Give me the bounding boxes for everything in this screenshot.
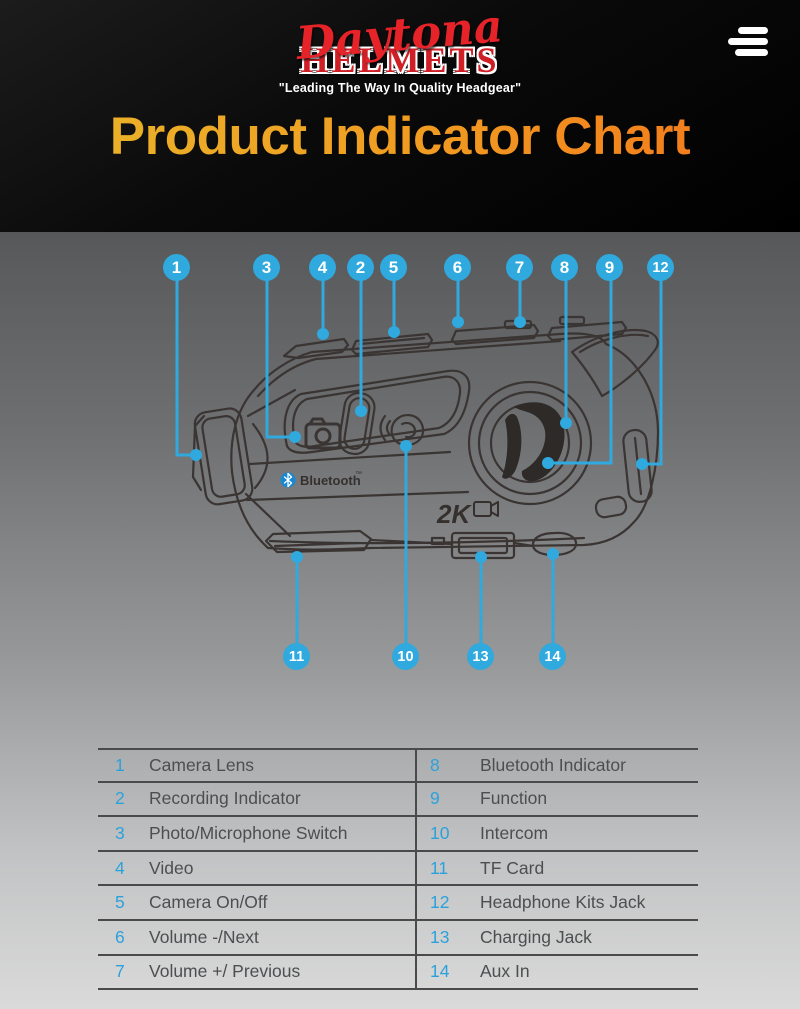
page-title: Product Indicator Chart	[0, 106, 800, 167]
indicator-label: Video	[149, 857, 194, 878]
menu-bar	[728, 38, 768, 45]
callout-8: 8	[551, 254, 578, 281]
callout-10: 10	[392, 643, 419, 670]
indicator-table-left-column: 1 Camera Lens 2 Recording Indicator 3 Photo…	[98, 748, 415, 991]
indicator-label: Charging Jack	[480, 926, 592, 947]
indicator-number: 1	[115, 754, 125, 775]
table-row: 2 Recording Indicator	[98, 783, 415, 818]
indicator-number: 14	[430, 961, 450, 982]
indicator-number: 13	[430, 926, 450, 947]
callout-4: 4	[309, 254, 336, 281]
indicator-label: Photo/Microphone Switch	[149, 822, 348, 843]
table-row: 12 Headphone Kits Jack	[417, 886, 698, 921]
callout-14: 14	[539, 643, 566, 670]
table-row: 5 Camera On/Off	[98, 886, 415, 921]
table-row: 3 Photo/Microphone Switch	[98, 817, 415, 852]
callout-6: 6	[444, 254, 471, 281]
indicator-label: Function	[480, 788, 548, 809]
indicator-label: Volume -/Next	[149, 926, 259, 947]
indicator-number: 10	[430, 822, 450, 843]
logo-tagline: "Leading The Way In Quality Headgear"	[278, 81, 522, 95]
indicator-number: 3	[115, 822, 125, 843]
indicator-label: Aux In	[480, 961, 530, 982]
table-row: 7 Volume +/ Previous	[98, 956, 415, 991]
indicator-number: 11	[430, 857, 449, 878]
indicator-number: 12	[430, 892, 450, 913]
callout-12: 12	[647, 254, 674, 281]
callout-7: 7	[506, 254, 533, 281]
callout-5: 5	[380, 254, 407, 281]
table-row: 8 Bluetooth Indicator	[417, 748, 698, 783]
table-row: 1 Camera Lens	[98, 748, 415, 783]
table-row: 4 Video	[98, 852, 415, 887]
indicator-label: Camera On/Off	[149, 892, 268, 913]
menu-bar	[738, 27, 768, 34]
callout-9: 9	[596, 254, 623, 281]
indicator-label: Recording Indicator	[149, 788, 301, 809]
table-row: 10 Intercom	[417, 817, 698, 852]
indicator-table: 1 Camera Lens 2 Recording Indicator 3 Photo…	[98, 748, 698, 991]
indicator-label: Bluetooth Indicator	[480, 754, 626, 775]
callout-13: 13	[467, 643, 494, 670]
indicator-number: 4	[115, 857, 125, 878]
table-row: 13 Charging Jack	[417, 921, 698, 956]
callout-2: 2	[347, 254, 374, 281]
indicator-label: Intercom	[480, 822, 549, 843]
indicator-number: 5	[115, 892, 125, 913]
logo-block-text: HELMETS	[300, 40, 500, 80]
callout-3: 3	[253, 254, 280, 281]
callout-11: 11	[283, 643, 310, 670]
brand-logo: Daytona HELMETS "Leading The Way In Qual…	[0, 0, 800, 95]
indicator-label: Headphone Kits Jack	[480, 892, 646, 913]
table-row: 6 Volume -/Next	[98, 921, 415, 956]
indicator-number: 2	[115, 788, 125, 809]
table-row: 14 Aux In	[417, 956, 698, 991]
page-header: Daytona HELMETS "Leading The Way In Qual…	[0, 0, 800, 232]
indicator-number: 9	[430, 788, 440, 809]
menu-bar	[735, 49, 768, 56]
table-row: 11 TF Card	[417, 852, 698, 887]
indicator-number: 8	[430, 754, 440, 775]
indicator-label: Volume +/ Previous	[149, 961, 301, 982]
indicator-number: 6	[115, 926, 125, 947]
indicator-number: 7	[115, 961, 125, 982]
indicator-table-right-column: 8 Bluetooth Indicator 9 Function 10 Interco…	[415, 748, 698, 991]
table-row: 9 Function	[417, 783, 698, 818]
callout-1: 1	[163, 254, 190, 281]
indicator-label: TF Card	[480, 857, 545, 878]
indicator-label: Camera Lens	[149, 754, 255, 775]
hamburger-menu-icon[interactable]	[728, 27, 768, 56]
